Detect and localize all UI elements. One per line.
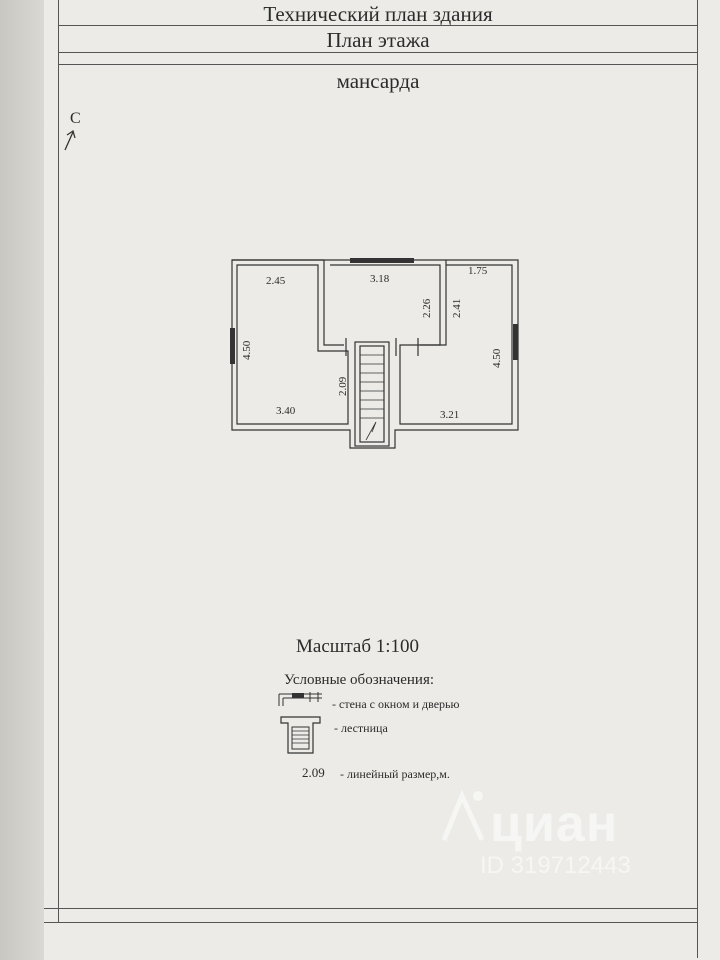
dim-left-height: 4.50 — [241, 340, 253, 360]
floor-name: мансарда — [336, 69, 420, 93]
legend-label-stair: - лестница — [334, 721, 388, 735]
dim-stair-height: 2.09 — [337, 376, 349, 396]
staircase-icon — [280, 716, 321, 754]
document-sheet — [44, 0, 720, 960]
dim-right-height-a: 2.41 — [451, 299, 463, 318]
scale-label: Масштаб 1:100 — [296, 636, 420, 657]
document-title: Технический план здания — [263, 2, 493, 26]
cian-logo-icon — [441, 790, 485, 842]
window-top — [350, 258, 414, 263]
legend-sample-dimension: 2.09 — [302, 765, 325, 780]
outer-wall — [231, 259, 519, 449]
frame-line-left — [58, 0, 59, 922]
frame-line-bottom — [44, 908, 698, 909]
dim-right-height-b: 4.50 — [491, 348, 503, 368]
watermark-brand: циан — [490, 795, 619, 853]
legend-label-wall: - стена с окном и дверью — [332, 697, 460, 711]
header-divider-1 — [58, 25, 698, 26]
legend-title: Условные обозначения: — [284, 672, 435, 688]
dim-center-height: 2.26 — [421, 298, 433, 318]
dim-right-bottom: 3.21 — [440, 409, 459, 421]
header-divider-3 — [58, 64, 698, 65]
frame-line-right — [697, 0, 698, 958]
floor-plan: 2.45 3.18 1.75 3.40 3.21 4.50 2.26 2.41 … — [230, 258, 519, 449]
dim-center-width: 3.18 — [370, 273, 390, 285]
window-left — [230, 328, 235, 364]
dim-right-width: 1.75 — [468, 265, 488, 277]
north-arrow-icon — [64, 129, 76, 151]
page-edge-shadow — [0, 0, 48, 960]
window-right — [513, 324, 518, 360]
dim-left-width: 2.45 — [266, 275, 286, 287]
legend-label-dimension: - линейный размер,м. — [340, 767, 450, 781]
document-subtitle: План этажа — [326, 28, 430, 52]
header-divider-2 — [58, 52, 698, 53]
dim-left-bottom: 3.40 — [276, 405, 296, 417]
frame-line-bottom-outer — [44, 922, 698, 923]
wall-window-door-icon — [278, 692, 322, 706]
north-label: С — [70, 110, 81, 127]
watermark-id: ID 319712443 — [480, 852, 631, 879]
